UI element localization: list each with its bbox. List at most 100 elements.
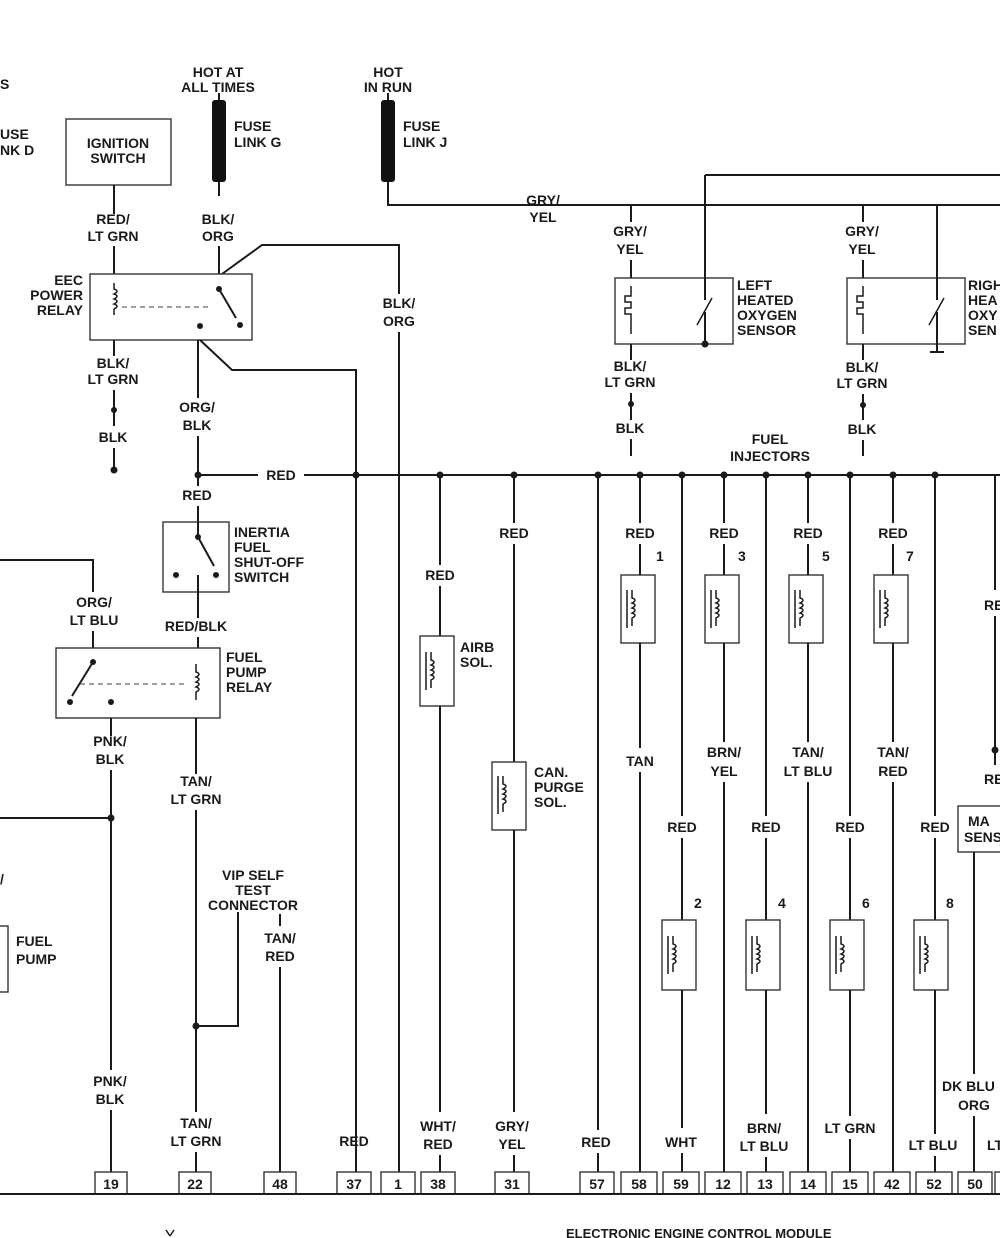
canister-purge-solenoid bbox=[491, 761, 527, 831]
wire-label-wht-red-1: WHT/ bbox=[420, 1118, 456, 1134]
fuel-pump-relay-label-3: RELAY bbox=[226, 679, 273, 695]
pin-59-label: 59 bbox=[673, 1176, 689, 1192]
wire-label-pnk-blk-b-1: PNK/ bbox=[93, 1073, 127, 1089]
wire-label-red-lt-grn-1: RED/ bbox=[96, 211, 130, 227]
wire-label-blk-org-a-1: BLK/ bbox=[202, 211, 235, 227]
wire-label-wht-59: WHT bbox=[665, 1134, 697, 1150]
wire-label-red-57: RED bbox=[581, 1134, 611, 1150]
injector-number-7: 7 bbox=[906, 548, 914, 564]
right-o2-label-3: OXY bbox=[968, 307, 998, 323]
injector-number-5: 5 bbox=[822, 548, 830, 564]
eec-relay-label-3: RELAY bbox=[37, 302, 84, 318]
wire-label-wht-red-2: RED bbox=[423, 1136, 453, 1152]
wire-label-tan-lt-grn-a-1: TAN/ bbox=[180, 773, 212, 789]
wire-label-org-blk-1: ORG/ bbox=[179, 399, 215, 415]
hot-at-all-times-label-2: ALL TIMES bbox=[181, 79, 255, 95]
can-label-3: SOL. bbox=[534, 794, 567, 810]
pin-15-label: 15 bbox=[842, 1176, 858, 1192]
left-o2-label-2: HEATED bbox=[737, 292, 794, 308]
eec-relay-label-2: POWER bbox=[30, 287, 83, 303]
injector-number-6: 6 bbox=[862, 895, 870, 911]
wire-label-red-lt-grn-2: LT GRN bbox=[87, 228, 138, 244]
injector-4: RED 4 BRN/ LT BLU bbox=[740, 475, 789, 1172]
pin-37-label: 37 bbox=[346, 1176, 362, 1192]
wire-label-tan-lt-grn-a-2: LT GRN bbox=[170, 791, 221, 807]
left-o2-label-1: LEFT bbox=[737, 277, 772, 293]
pin-1-label: 1 bbox=[394, 1176, 402, 1192]
wire-label-brn-lt-blu-2: LT BLU bbox=[740, 1138, 789, 1154]
hot-in-run-label-2: IN RUN bbox=[364, 79, 412, 95]
module-title: ELECTRONIC ENGINE CONTROL MODULE bbox=[566, 1226, 832, 1238]
wire-label-dk-blu-org-1: DK BLU bbox=[942, 1078, 995, 1094]
airb-label-2: SOL. bbox=[460, 654, 493, 670]
pin-19-label: 19 bbox=[103, 1176, 119, 1192]
wire-label-dk-blu-org-2: ORG bbox=[958, 1097, 990, 1113]
wire-label-red-inj7: RED bbox=[878, 525, 908, 541]
inertia-fuel-shutoff-switch bbox=[162, 521, 230, 593]
wire-label-red-inj5: RED bbox=[793, 525, 823, 541]
injector-1: RED 1 TAN bbox=[620, 475, 664, 1172]
wire-label-gry-yel-top-1: GRY/ bbox=[526, 192, 560, 208]
wire-label-red-37: RED bbox=[339, 1133, 369, 1149]
wire-label-tan-lt-grn-b-1: TAN/ bbox=[180, 1115, 212, 1131]
pin-52-label: 52 bbox=[926, 1176, 942, 1192]
wire-label-tan-inj1: TAN bbox=[626, 753, 654, 769]
wire-label-pnk-blk-b-2: BLK bbox=[96, 1091, 125, 1107]
wire-label-blk-lt-grn-l-2: LT GRN bbox=[604, 374, 655, 390]
wire-label-red-can: RED bbox=[499, 525, 529, 541]
wire-label-red-right-a: RE bbox=[984, 597, 1000, 613]
map-sensor-label-2: SENS bbox=[964, 829, 1000, 845]
can-label-2: PURGE bbox=[534, 779, 584, 795]
wire-label-tan-red-vip-2: RED bbox=[265, 948, 295, 964]
injector-5: RED 5 TAN/ LT BLU bbox=[784, 475, 833, 1172]
wire-label-gry-yel-left-2: YEL bbox=[616, 241, 644, 257]
wire-label-tan-lt-grn-b-2: LT GRN bbox=[170, 1133, 221, 1149]
fuel-pump bbox=[0, 925, 9, 993]
injector-2: RED 2 WHT bbox=[661, 475, 702, 1172]
fuel-pump-relay-label-2: PUMP bbox=[226, 664, 266, 680]
fuel-injectors-label-1: FUEL bbox=[752, 431, 789, 447]
fuel-injectors-label-2: INJECTORS bbox=[730, 448, 810, 464]
wire-label-tan-red-inj7-1: TAN/ bbox=[877, 744, 909, 760]
wire-label-gry-yel-31-2: YEL bbox=[498, 1136, 526, 1152]
pin-13-label: 13 bbox=[757, 1176, 773, 1192]
wire-label-red-inj4: RED bbox=[751, 819, 781, 835]
wire-label-brn-yel-2: YEL bbox=[710, 763, 738, 779]
hot-in-run-label-1: HOT bbox=[373, 64, 403, 80]
wire-label-blk: BLK bbox=[99, 429, 128, 445]
wire-label-red-blk: RED/BLK bbox=[165, 618, 227, 634]
pin-58-label: 58 bbox=[631, 1176, 647, 1192]
wire-label-gry-yel-right-2: YEL bbox=[848, 241, 876, 257]
left-o2-label-3: OXYGEN bbox=[737, 307, 797, 323]
wire-label-tan-lt-blu-2: LT BLU bbox=[784, 763, 833, 779]
left-edge-slash: / bbox=[0, 871, 4, 887]
injector-number-4: 4 bbox=[778, 895, 786, 911]
wire-label-blk-lt-grn-1: BLK/ bbox=[97, 355, 130, 371]
wire-label-org-lt-blu-1: ORG/ bbox=[76, 594, 112, 610]
wire-label-tan-red-vip-1: TAN/ bbox=[264, 930, 296, 946]
wire-label-blk-lt-grn-2: LT GRN bbox=[87, 371, 138, 387]
wire-label-pnk-blk-a-1: PNK/ bbox=[93, 733, 127, 749]
injector-number-1: 1 bbox=[656, 548, 664, 564]
left-o2-label-4: SENSOR bbox=[737, 322, 796, 338]
left-o2-heater-icon bbox=[624, 286, 632, 334]
wire-label-blk-r: BLK bbox=[848, 421, 877, 437]
wire-label-blk-l: BLK bbox=[616, 420, 645, 436]
wire-label-gry-yel-left-1: GRY/ bbox=[613, 223, 647, 239]
injector-number-8: 8 bbox=[946, 895, 954, 911]
pin-22-label: 22 bbox=[187, 1176, 203, 1192]
fuse-link-g bbox=[212, 100, 226, 182]
map-sensor bbox=[957, 805, 1000, 853]
vip-label-2: TEST bbox=[235, 882, 271, 898]
right-o2-heater-icon bbox=[856, 286, 864, 334]
ignition-switch-label-1: IGNITION bbox=[87, 135, 149, 151]
injector-8: RED 8 LT BLU bbox=[909, 475, 957, 1172]
wire-label-blk-lt-grn-r-1: BLK/ bbox=[846, 359, 879, 375]
fuel-pump-relay-coil-icon bbox=[194, 664, 200, 700]
inertia-label-4: SWITCH bbox=[234, 569, 289, 585]
vip-label-3: CONNECTOR bbox=[208, 897, 298, 913]
fuse-link-g-label-2: LINK G bbox=[234, 134, 282, 150]
map-sensor-label-1: MA bbox=[968, 813, 990, 829]
hot-at-all-times-label-1: HOT AT bbox=[193, 64, 244, 80]
